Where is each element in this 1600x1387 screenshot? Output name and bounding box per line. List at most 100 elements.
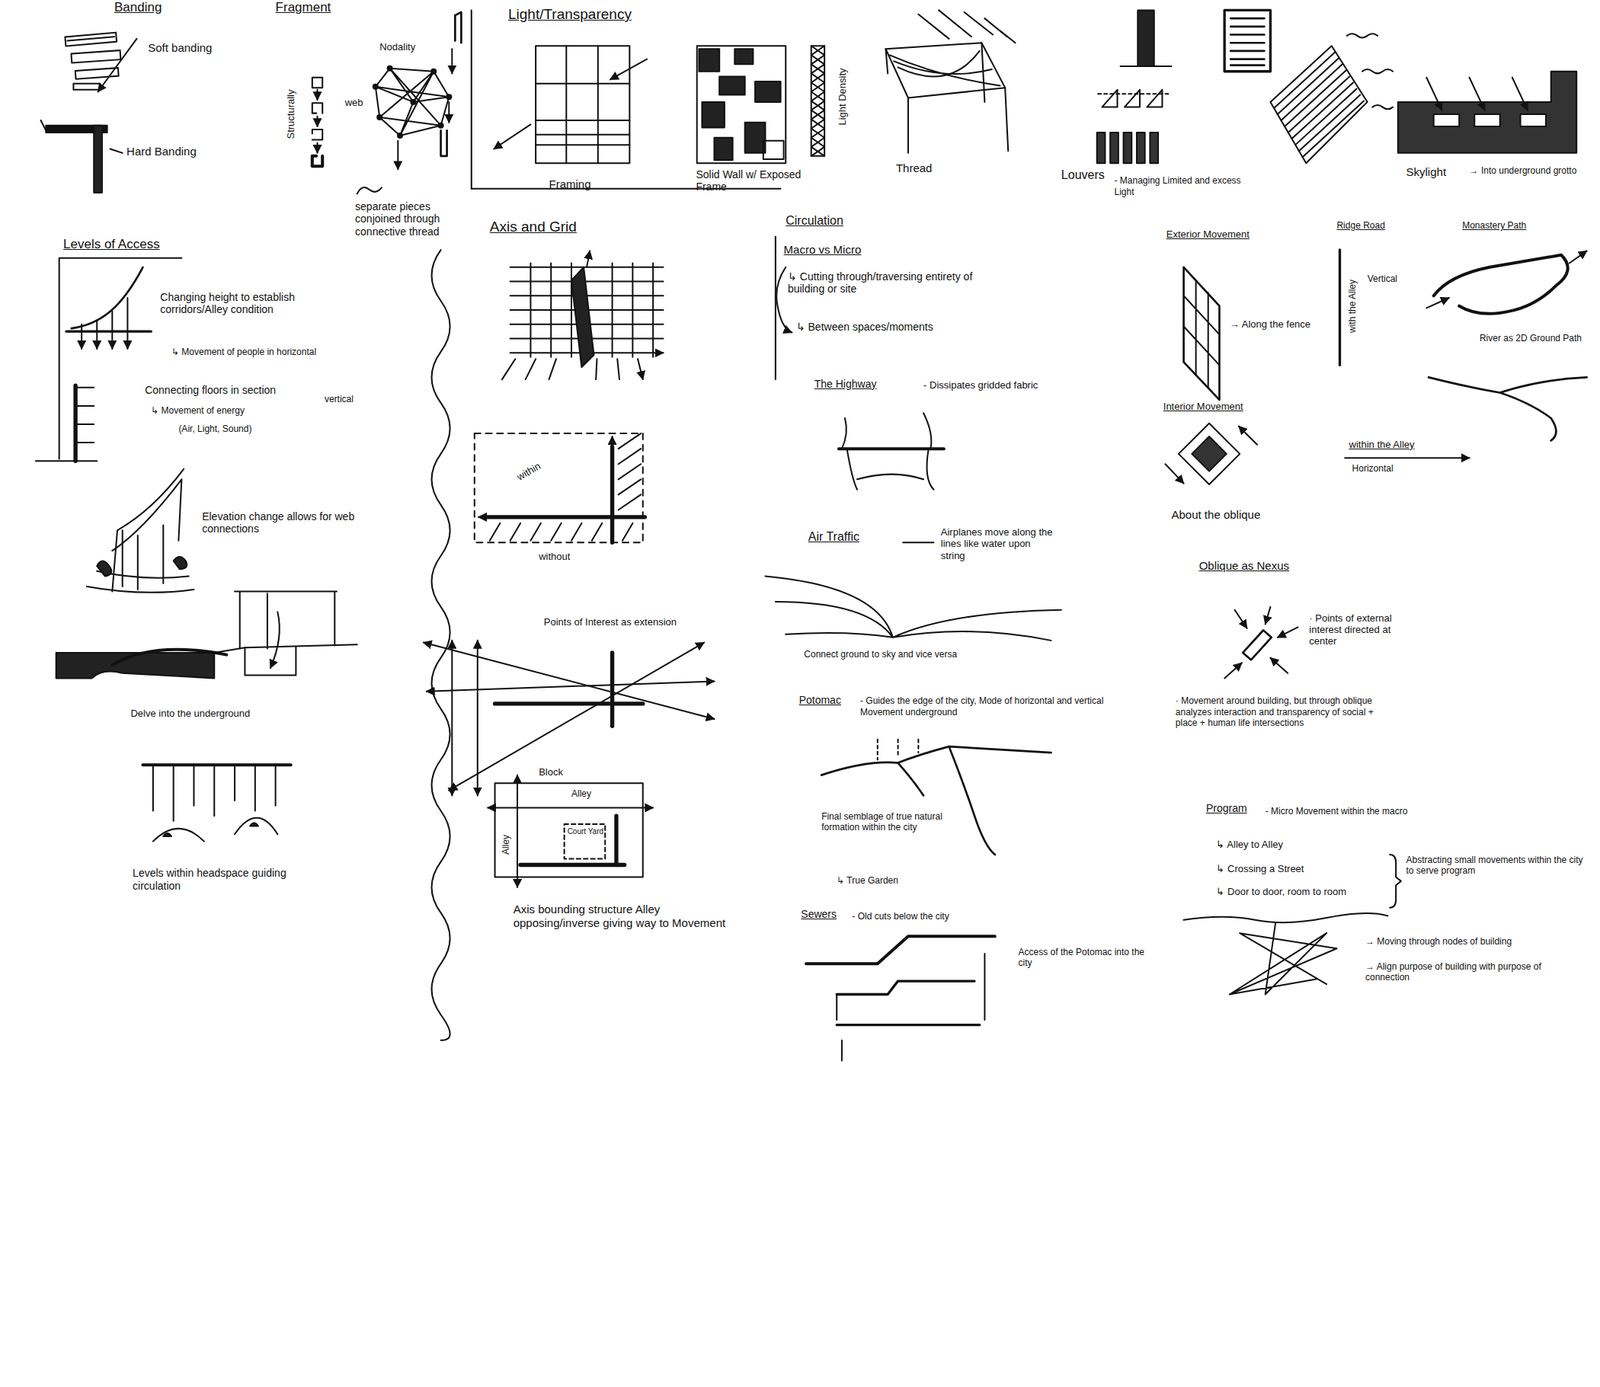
axis-grid-sketches-stroke xyxy=(448,643,704,791)
axis-grid-sketches xyxy=(423,250,715,888)
axis-grid-sketches-stroke xyxy=(487,806,653,809)
levels-of-access-sketches-stroke xyxy=(122,525,164,590)
sketch-annotation: Block xyxy=(538,766,590,778)
sketch-annotation: - Dissipates gridded fabric xyxy=(923,379,1047,391)
movement-sketches-stroke xyxy=(1277,627,1299,637)
levels-of-access-sketches-stroke xyxy=(35,460,97,462)
solid-wall-sketch-stroke-stroke xyxy=(701,102,724,128)
levels-of-access-sketches-stroke xyxy=(270,611,280,669)
sketch-annotation: with the Alley xyxy=(1346,279,1357,333)
sketch-annotation: - Guides the edge of the city, Mode of h… xyxy=(860,695,1136,717)
sketch-heading: Potomac xyxy=(799,694,871,708)
movement-sketches-stroke xyxy=(1270,658,1288,674)
sketch-annotation: Airplanes move along the lines like wate… xyxy=(940,526,1053,562)
solid-wall-sketch xyxy=(697,45,825,164)
thread-canopy-stroke xyxy=(907,98,909,154)
levels-of-access-sketches-stroke xyxy=(71,267,144,329)
sketch-annotation: Louvers xyxy=(1061,168,1123,183)
axis-grid-sketches-stroke xyxy=(586,250,590,267)
fragment-sketch-stroke xyxy=(312,77,323,88)
fragment-sketch-stroke-stroke xyxy=(372,83,379,90)
thread-canopy-stroke xyxy=(886,48,889,74)
axis-grid-sketches-stroke xyxy=(474,433,644,543)
banding-sketch xyxy=(41,32,138,193)
sketch-annotation: Alley xyxy=(571,788,623,800)
sketch-annotation: ↳ Movement of energy xyxy=(150,405,304,416)
framing-grid-stroke xyxy=(535,134,630,136)
louvers-sketch-stroke xyxy=(1347,33,1393,109)
solid-wall-sketch-stroke-stroke xyxy=(719,76,745,95)
sketch-annotation: without xyxy=(538,550,611,563)
movement-sketches-stroke xyxy=(1229,923,1338,996)
sketch-annotation: → Along the fence xyxy=(1229,318,1322,330)
fragment-sketch-stroke xyxy=(316,116,319,127)
section-divider-stroke xyxy=(470,9,473,189)
sketch-annotation: Hard Banding xyxy=(126,144,199,159)
solid-wall-sketch-stroke-stroke xyxy=(698,48,720,71)
fragment-sketch-stroke-stroke xyxy=(430,68,437,75)
fragment-sketch-stroke-stroke xyxy=(409,99,416,106)
sketch-annotation: Elevation change allows for web connecti… xyxy=(201,510,376,536)
framing-grid-stroke xyxy=(610,59,647,80)
sketch-heading: Levels of Access xyxy=(63,236,196,253)
solid-wall-sketch-stroke xyxy=(697,45,787,164)
skylight-section-stroke xyxy=(1469,77,1485,111)
fragment-sketch-stroke xyxy=(441,130,448,156)
sketch-annotation: ↳ Alley to Alley xyxy=(1216,838,1360,851)
movement-sketches-stroke xyxy=(1344,457,1469,459)
movement-sketches-stroke xyxy=(1433,255,1568,314)
circulation-sketches-stroke xyxy=(902,541,934,544)
fragment-sketch-stroke-stroke xyxy=(438,122,445,129)
levels-of-access-sketches-stroke xyxy=(96,320,98,349)
fragment-sketch-stroke xyxy=(372,65,452,139)
movement-sketches-stroke xyxy=(1235,610,1248,629)
framing-grid-stroke xyxy=(493,124,531,149)
sketch-annotation: → Into underground grotto xyxy=(1469,165,1593,176)
louvers-sketch-stroke-stroke xyxy=(1123,132,1133,164)
fragment-sketch-stroke xyxy=(375,68,449,136)
sketch-annotation: Court Yard xyxy=(567,827,605,837)
fragment-sketch-stroke xyxy=(316,89,319,100)
thread-canopy xyxy=(886,9,1016,153)
axis-grid-sketches-stroke xyxy=(520,863,625,868)
levels-of-access-sketches-stroke xyxy=(73,385,77,461)
louvers-sketch-stroke xyxy=(1101,89,1162,108)
sketch-heading: Macro vs Micro xyxy=(784,243,896,257)
levels-of-access-sketches-stroke xyxy=(143,763,292,767)
movement-sketches-stroke xyxy=(1265,607,1271,625)
fragment-sketch-stroke xyxy=(448,102,450,123)
movement-sketches-stroke xyxy=(1164,464,1184,484)
solid-wall-sketch-stroke-stroke xyxy=(714,137,733,160)
framing-grid-stroke xyxy=(535,119,630,122)
levels-of-access-sketches-stroke xyxy=(111,310,113,349)
sketch-annotation: Axis bounding structure Alley opposing/i… xyxy=(513,902,733,930)
louvers-sketch-stroke xyxy=(1230,18,1264,66)
fragment-sketch-stroke xyxy=(312,102,323,113)
movement-sketches-stroke xyxy=(1428,377,1588,441)
movement-sketches-stroke xyxy=(1184,267,1220,400)
sketch-heading: Monastery Path xyxy=(1462,220,1585,231)
sketch-annotation: Connecting floors in section xyxy=(144,384,298,397)
sketch-annotation: Delve into the underground xyxy=(130,707,314,720)
sketch-heading: Axis and Grid xyxy=(489,218,634,236)
fragment-sketch-stroke xyxy=(312,156,323,167)
solid-wall-sketch-stroke-stroke xyxy=(755,81,781,103)
circulation-sketches-stroke xyxy=(764,576,1061,641)
sketch-annotation: Abstracting small movements within the c… xyxy=(1406,854,1591,877)
sketch-annotation: (Air, Light, Sound) xyxy=(178,423,311,435)
movement-sketches-stroke xyxy=(1184,280,1220,388)
levels-of-access-sketches-stroke xyxy=(234,592,337,650)
fragment-sketch-stroke xyxy=(451,48,453,74)
section-divider-stroke xyxy=(471,188,781,190)
sketch-annotation: Solid Wall w/ Exposed Frame xyxy=(695,168,829,194)
sketch-heading: Interior Movement xyxy=(1163,400,1296,413)
banding-sketch-stroke xyxy=(70,50,121,64)
axis-grid-sketches-stroke xyxy=(610,652,615,727)
sketch-annotation: Vertical xyxy=(1367,273,1429,285)
sketch-annotation: web xyxy=(345,96,376,109)
louvers-sketch-stroke xyxy=(1137,9,1154,67)
sketch-annotation: ↳ Cutting through/traversing entirety of… xyxy=(787,270,992,296)
movement-sketches-stroke xyxy=(1238,426,1258,445)
movement-sketches-stroke xyxy=(1569,250,1588,263)
